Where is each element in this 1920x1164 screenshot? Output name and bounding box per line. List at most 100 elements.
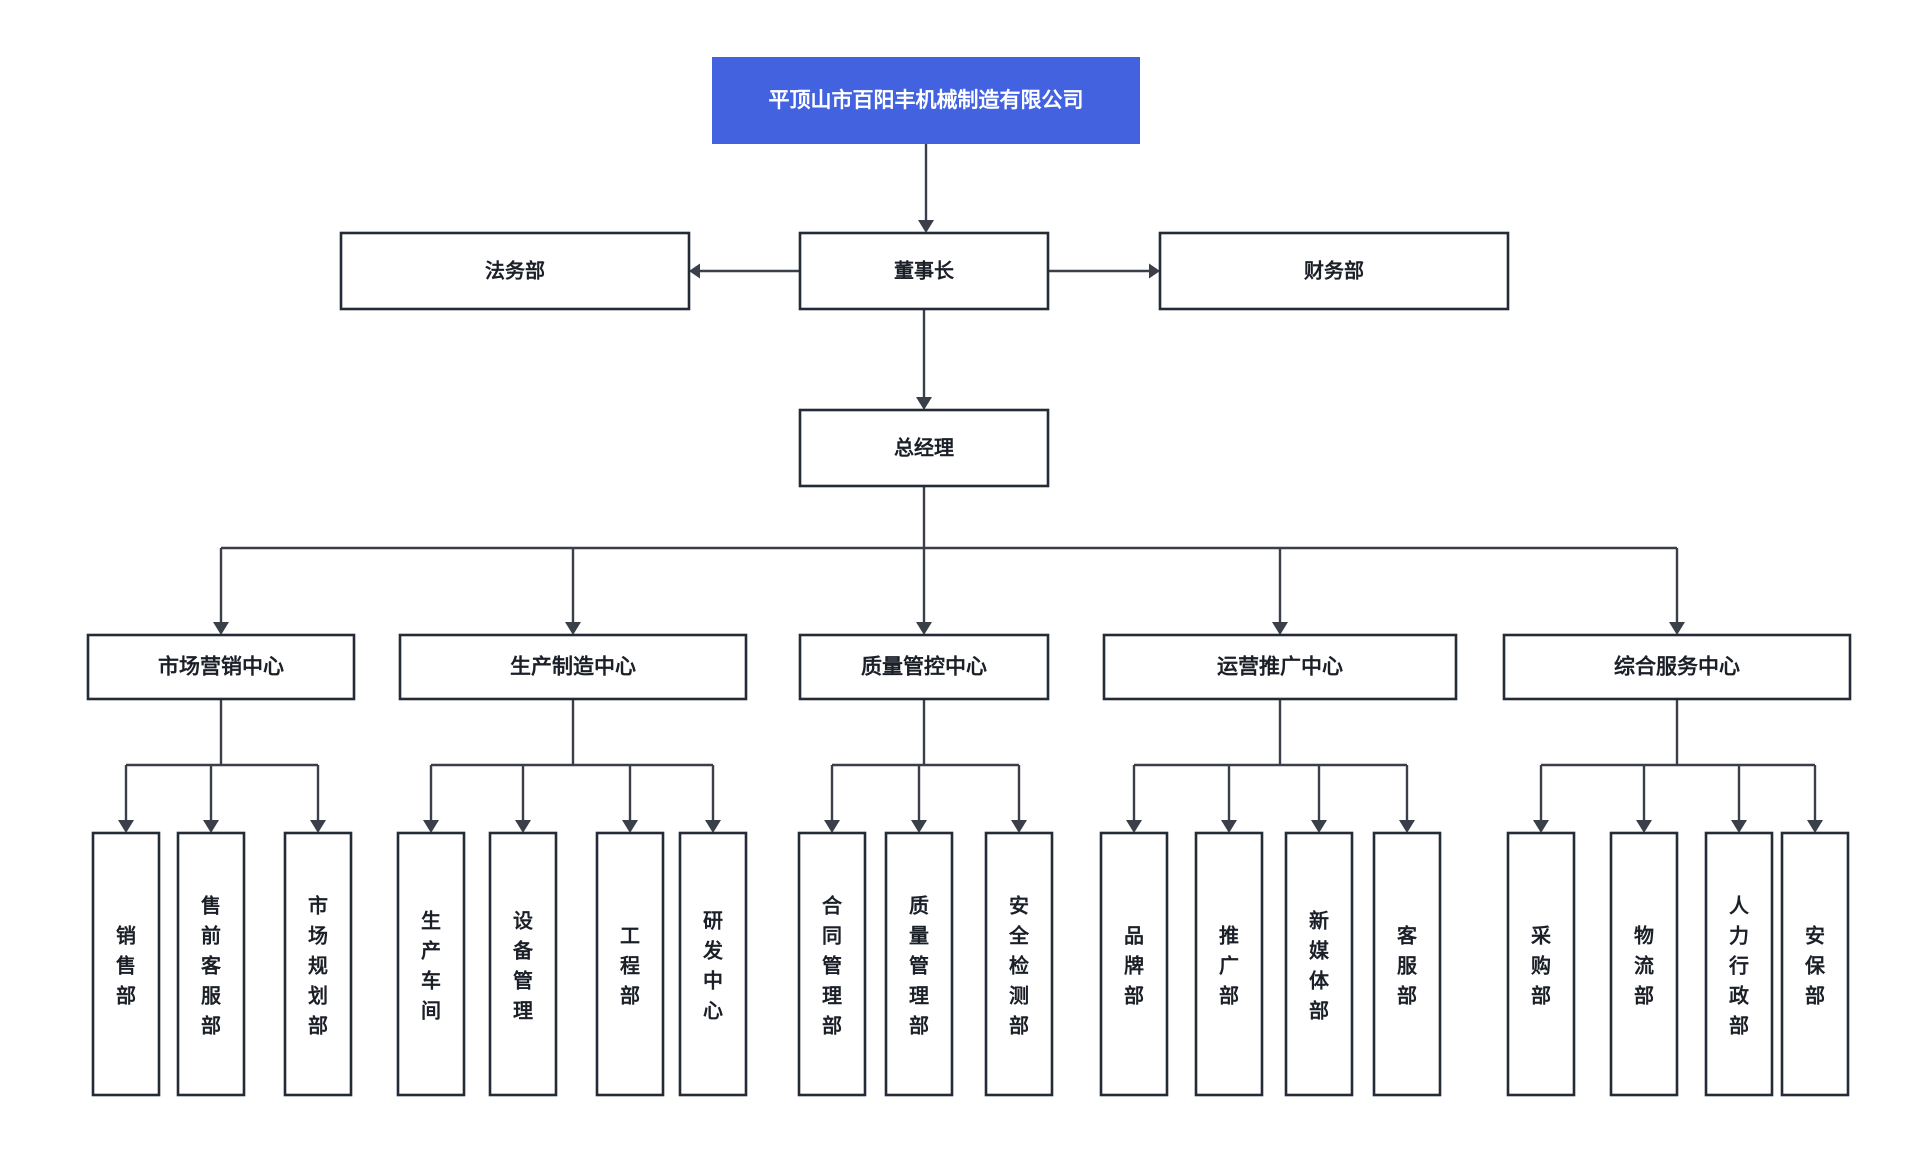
node-leaf-1-3[interactable]: 研发中心 [678, 831, 748, 1097]
node-center-4-rect [1502, 633, 1852, 701]
node-leaf-1-2-rect [595, 831, 665, 1097]
node-general-manager-label: 总经理 [894, 435, 954, 459]
node-leaf-4-1-rect [1609, 831, 1679, 1097]
node-legal-department[interactable]: 法务部 [339, 231, 691, 311]
node-leaf-0-2-label: 市场规划部 [308, 893, 328, 1037]
node-leaf-1-2-label: 工程部 [620, 925, 640, 1007]
node-center-3[interactable]: 运营推广中心 [1102, 633, 1458, 701]
node-finance-department-rect [1158, 231, 1510, 311]
company-root-node[interactable]: 平顶山市百阳丰机械制造有限公司 [712, 57, 1140, 144]
node-general-manager-rect [798, 408, 1050, 488]
arrow-chairman-to-finance [1149, 263, 1160, 279]
node-leaf-0-0-rect [91, 831, 161, 1097]
node-center-0[interactable]: 市场营销中心 [86, 633, 356, 701]
node-leaf-4-3-label: 安保部 [1804, 923, 1826, 1007]
node-leaf-3-2-label: 新媒体部 [1309, 908, 1330, 1022]
node-leaf-2-0[interactable]: 合同管理部 [797, 831, 867, 1097]
connector-layer [118, 144, 1823, 833]
node-leaf-0-1-rect [176, 831, 246, 1097]
arrow-gm-to-center-2 [916, 622, 932, 635]
node-leaf-2-0-label: 合同管理部 [822, 893, 843, 1037]
node-finance-department-label: 财务部 [1304, 258, 1364, 282]
node-leaf-4-0-rect [1506, 831, 1576, 1097]
arrow-center-to-leaf-3-0 [1126, 820, 1142, 833]
node-leaf-4-1[interactable]: 物流部 [1609, 831, 1679, 1097]
node-leaf-2-2[interactable]: 安全检测部 [984, 831, 1054, 1097]
node-leaf-1-0[interactable]: 生产车间 [396, 831, 466, 1097]
node-leaf-3-2-rect [1284, 831, 1354, 1097]
arrow-center-to-leaf-1-2 [622, 820, 638, 833]
node-leaf-0-0[interactable]: 销售部 [91, 831, 161, 1097]
node-leaf-2-2-label: 安全检测部 [1008, 893, 1030, 1037]
node-leaf-3-0-label: 品牌部 [1124, 924, 1144, 1007]
arrow-chairman-to-gm [916, 397, 932, 410]
company-root-label: 平顶山市百阳丰机械制造有限公司 [769, 88, 1084, 112]
node-leaf-0-0-label: 销售部 [116, 923, 136, 1007]
node-leaf-4-3-rect [1780, 831, 1850, 1097]
arrow-center-to-leaf-4-2 [1731, 820, 1747, 833]
node-finance-department[interactable]: 财务部 [1158, 231, 1510, 311]
arrow-center-to-leaf-3-1 [1221, 820, 1237, 833]
node-center-2[interactable]: 质量管控中心 [798, 633, 1050, 701]
arrow-center-to-leaf-3-2 [1311, 820, 1327, 833]
node-leaf-2-1[interactable]: 质量管理部 [884, 831, 954, 1097]
arrow-center-to-leaf-0-0 [118, 820, 134, 833]
node-leaf-2-2-rect [984, 831, 1054, 1097]
node-leaf-4-0[interactable]: 采购部 [1506, 831, 1576, 1097]
node-center-2-label: 质量管控中心 [861, 655, 987, 679]
node-center-2-rect [798, 633, 1050, 701]
node-leaf-1-0-rect [396, 831, 466, 1097]
node-leaf-2-0-rect [797, 831, 867, 1097]
arrow-center-to-leaf-1-3 [705, 820, 721, 833]
node-center-1-rect [398, 633, 748, 701]
node-center-0-rect [86, 633, 356, 701]
node-leaf-4-2-label: 人力行政部 [1728, 894, 1750, 1037]
node-leaf-1-0-label: 生产车间 [421, 909, 441, 1022]
node-center-3-rect [1102, 633, 1458, 701]
node-center-1-label: 生产制造中心 [510, 655, 636, 679]
arrow-center-to-leaf-0-2 [310, 820, 326, 833]
node-leaf-4-2-rect [1704, 831, 1774, 1097]
node-leaf-3-1-rect [1194, 831, 1264, 1097]
node-leaf-4-1-label: 物流部 [1634, 923, 1654, 1007]
node-center-1[interactable]: 生产制造中心 [398, 633, 748, 701]
node-leaf-3-3[interactable]: 客服部 [1372, 831, 1442, 1097]
arrow-gm-to-center-1 [565, 622, 581, 635]
node-leaf-4-3[interactable]: 安保部 [1780, 831, 1850, 1097]
node-leaf-4-2[interactable]: 人力行政部 [1704, 831, 1774, 1097]
node-leaf-0-2-rect [283, 831, 353, 1097]
arrow-chairman-to-legal [689, 263, 700, 279]
arrow-gm-to-center-3 [1272, 622, 1288, 635]
node-leaf-4-0-label: 采购部 [1531, 924, 1551, 1007]
node-leaf-1-1[interactable]: 设备管理 [488, 831, 558, 1097]
node-leaf-1-1-rect [488, 831, 558, 1097]
node-chairman-rect [798, 231, 1050, 311]
arrow-center-to-leaf-2-1 [911, 820, 927, 833]
arrow-center-to-leaf-3-3 [1399, 820, 1415, 833]
arrow-center-to-leaf-4-3 [1807, 820, 1823, 833]
node-leaf-3-1-label: 推广部 [1219, 923, 1239, 1007]
node-leaf-3-0[interactable]: 品牌部 [1099, 831, 1169, 1097]
arrow-gm-to-center-0 [213, 622, 229, 635]
node-leaf-3-3-rect [1372, 831, 1442, 1097]
node-center-4[interactable]: 综合服务中心 [1502, 633, 1852, 701]
node-leaf-2-1-rect [884, 831, 954, 1097]
node-leaf-0-2[interactable]: 市场规划部 [283, 831, 353, 1097]
node-leaf-3-2[interactable]: 新媒体部 [1284, 831, 1354, 1097]
company-root-node-rect [712, 57, 1140, 144]
node-chairman-label: 董事长 [894, 258, 955, 282]
node-center-3-label: 运营推广中心 [1217, 655, 1343, 679]
node-center-4-label: 综合服务中心 [1614, 655, 1740, 679]
node-leaf-1-2[interactable]: 工程部 [595, 831, 665, 1097]
node-leaf-2-1-label: 质量管理部 [909, 894, 929, 1037]
node-chairman[interactable]: 董事长 [798, 231, 1050, 311]
node-leaf-3-1[interactable]: 推广部 [1194, 831, 1264, 1097]
arrow-center-to-leaf-1-0 [423, 820, 439, 833]
arrow-center-to-leaf-2-0 [824, 820, 840, 833]
node-leaf-1-3-label: 研发中心 [702, 910, 724, 1022]
node-leaf-0-1[interactable]: 售前客服部 [176, 831, 246, 1097]
node-general-manager[interactable]: 总经理 [798, 408, 1050, 488]
